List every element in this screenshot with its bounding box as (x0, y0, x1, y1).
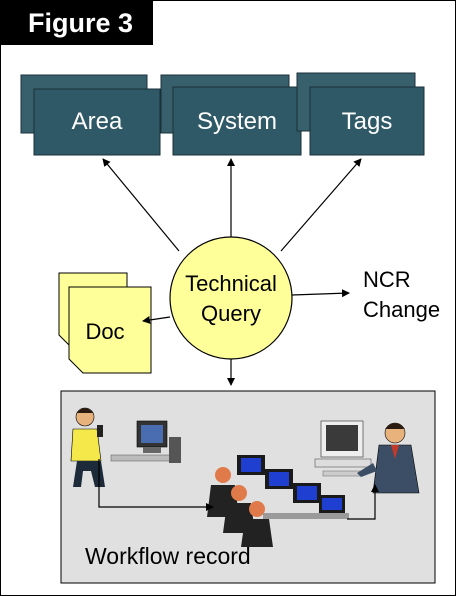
operator-person-icon (70, 407, 105, 487)
technical-query-label-line1: Technical (185, 271, 277, 296)
area-box-front (33, 88, 161, 156)
workflow-arrow-1 (98, 459, 214, 511)
change-label: Change (363, 297, 440, 322)
team-workers-icon (207, 455, 349, 547)
system-box-front (172, 86, 302, 156)
workflow-arrow-2 (347, 484, 379, 520)
arrow-to-doc (142, 316, 171, 324)
figure-label: Figure 3 (28, 8, 134, 38)
system-box: System (160, 74, 302, 156)
technical-query-label-line2: Query (201, 301, 261, 326)
reviewer-person-icon (357, 422, 420, 494)
system-label: System (197, 108, 277, 135)
area-label: Area (72, 108, 123, 135)
arrow-to-tags (280, 158, 362, 252)
figure-label-tab: Figure 3 (1, 1, 153, 45)
workflow-record-label: Workflow record (85, 543, 251, 569)
tags-box-front (309, 86, 425, 156)
arrow-to-area (102, 158, 180, 252)
left-computer-icon (110, 420, 181, 463)
tags-box: Tags (296, 72, 425, 156)
doc-label: Doc (85, 319, 124, 344)
tags-label: Tags (342, 108, 393, 135)
technical-query-node (169, 236, 293, 360)
doc-page-front (68, 286, 152, 374)
ncr-label: NCR (363, 267, 411, 292)
arrow-to-ncr-change (291, 289, 350, 298)
area-box: Area (20, 74, 161, 156)
doc-icon: Doc (58, 272, 152, 374)
right-computer-icon (314, 420, 372, 477)
